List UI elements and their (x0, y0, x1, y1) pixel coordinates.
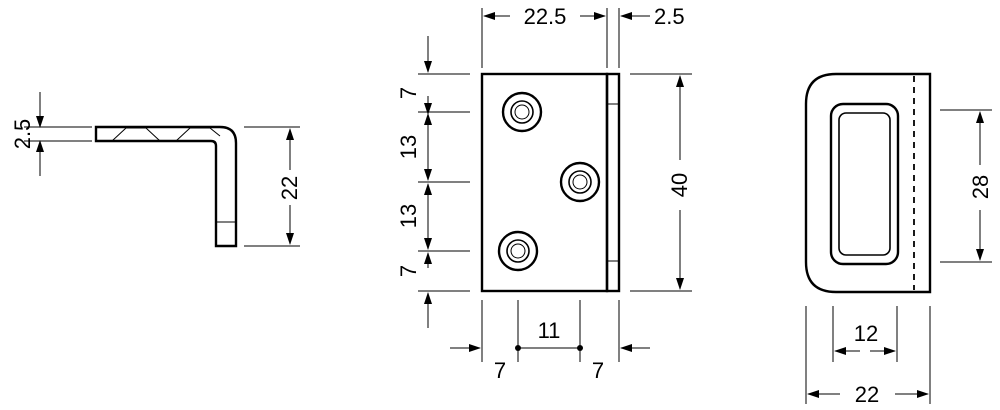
screw-hole-top (501, 91, 543, 133)
front-right-offset-label: 7 (592, 358, 604, 383)
front-left-offset-label: 7 (494, 358, 506, 383)
back-outline (804, 72, 932, 294)
side-countersinks (111, 127, 221, 142)
back-overall-width-label: 22 (855, 382, 879, 407)
side-thickness-label: 2.5 (10, 119, 35, 150)
front-gap-mid1-label: 13 (396, 135, 421, 159)
front-gap-top-label: 7 (396, 87, 421, 99)
back-slot-outer (829, 102, 900, 266)
front-hole-spacing-label: 11 (538, 318, 561, 343)
back-slot-width-label: 12 (854, 321, 878, 346)
front-height-label: 40 (667, 173, 692, 197)
screw-hole-middle (559, 161, 601, 203)
side-bracket-outline (94, 125, 238, 248)
front-view: 22.5 2.5 40 7 13 13 7 (396, 4, 692, 383)
front-gap-mid2-label: 13 (396, 204, 421, 228)
front-gap-bottom-label: 7 (396, 265, 421, 277)
back-slot-inner (838, 112, 891, 256)
side-view: 2.5 22 (10, 92, 302, 248)
back-slot-height-label: 28 (968, 175, 993, 199)
screw-hole-bottom (497, 230, 539, 272)
front-knuckle-label: 2.5 (654, 4, 685, 29)
back-view: 28 12 22 (804, 72, 993, 407)
side-height-label: 22 (277, 176, 302, 200)
front-width-label: 22.5 (524, 4, 567, 29)
front-knuckle (605, 72, 621, 293)
